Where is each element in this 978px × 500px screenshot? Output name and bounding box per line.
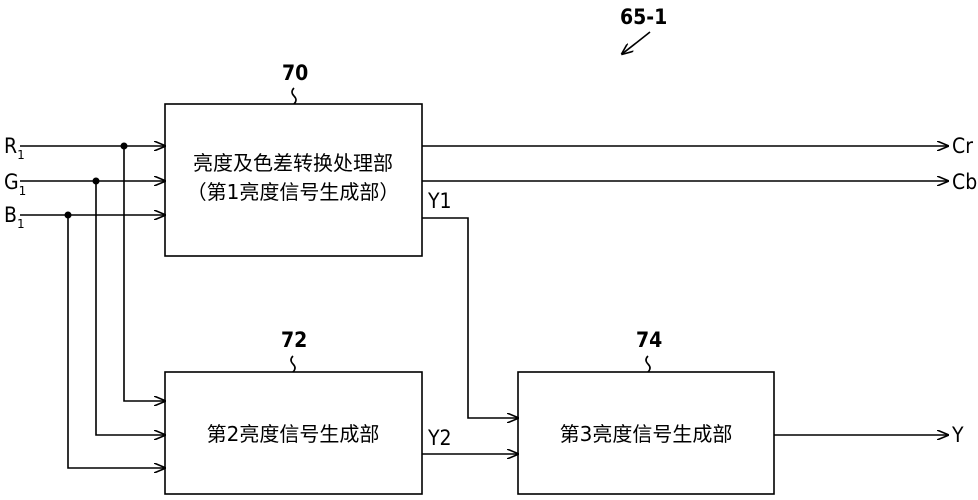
- block-70: [164, 103, 423, 257]
- branch-b-line: [67, 215, 165, 468]
- output-y-label: Y: [951, 423, 964, 447]
- y1-line: [422, 217, 518, 418]
- block-70-label-line1: 亮度及色差转换处理部: [193, 151, 393, 175]
- figure-ref-pointer: [622, 31, 651, 54]
- figure-ref: 65-1: [620, 5, 667, 29]
- input-g-label: G1: [4, 170, 26, 198]
- output-cb-label: Cb: [952, 170, 977, 194]
- block-74: [517, 371, 775, 495]
- block-72: [164, 371, 423, 495]
- block-72-ref: 72: [281, 328, 307, 352]
- block-72-leader: [290, 355, 296, 373]
- y2-label: Y2: [427, 426, 452, 450]
- input-r-label: R1: [4, 134, 25, 162]
- block-74-label: 第3亮度信号生成部: [560, 422, 733, 446]
- y1-label: Y1: [427, 189, 452, 213]
- block-70-leader: [291, 87, 297, 105]
- block-70-ref: 70: [282, 61, 308, 85]
- block-72-label: 第2亮度信号生成部: [207, 422, 380, 446]
- block-70-label-line2: （第1亮度信号生成部）: [187, 180, 400, 204]
- output-cr-label: Cr: [952, 134, 973, 158]
- branch-r-line: [123, 146, 165, 401]
- input-b-label: B1: [4, 203, 25, 231]
- branch-g-line: [95, 181, 165, 435]
- block-74-leader: [645, 355, 651, 373]
- block-74-ref: 74: [636, 328, 662, 352]
